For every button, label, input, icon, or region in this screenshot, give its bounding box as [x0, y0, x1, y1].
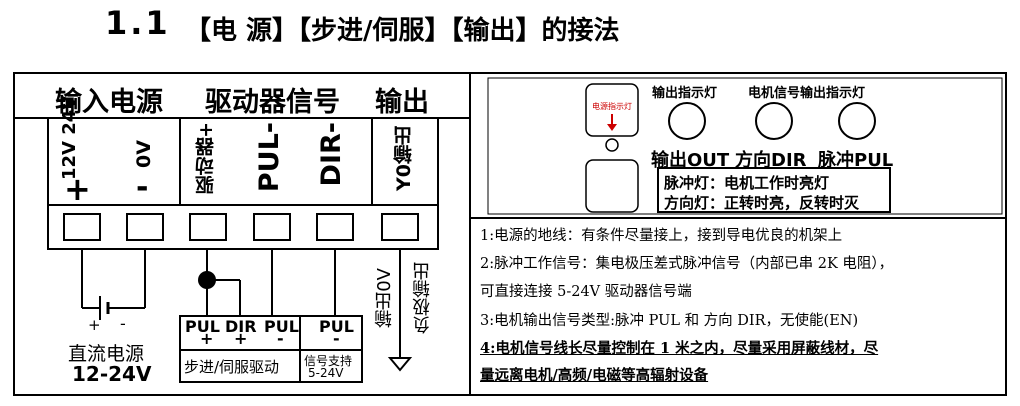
psu-plus: + — [88, 316, 101, 334]
driver-dir-plus-label: DIR — [225, 317, 257, 336]
output-led-label: 输出指示灯 — [652, 86, 718, 101]
dir-label: 方向DIR — [735, 150, 807, 171]
power-led-label: 电源指示灯 — [592, 102, 632, 111]
signal-support-label: 信号支持 — [304, 354, 353, 368]
psu-minus: - — [120, 314, 126, 333]
note-direction-led: 方向灯：正转时亮，反转时灭 — [664, 194, 860, 212]
label-y0-output: Y0输出 — [393, 126, 415, 191]
pul-label: 脉冲PUL — [818, 150, 894, 171]
label-dir-minus: DIR- — [316, 122, 347, 187]
negative-output-label: 负极输出 — [412, 262, 433, 334]
out-label: 输出OUT — [651, 150, 730, 171]
terminal-y0 — [381, 213, 419, 241]
page-title: 【电 源】【步进/伺服】【输出】的接法 — [185, 16, 620, 46]
stepper-driver-label: 步进/伺服驱动 — [184, 358, 280, 376]
driver-pul-minus-sign: - — [277, 329, 284, 348]
psu-label: 直流电源 — [68, 343, 145, 365]
signal-support-voltage: 5-24V — [308, 366, 344, 380]
label-0v: 0V — [133, 140, 155, 168]
instruction-line-3: 可直接连接 5-24V 驱动器信号端 — [480, 284, 692, 300]
label-pul-minus: PUL- — [254, 122, 285, 193]
out-led — [668, 102, 706, 140]
driver-pul-plus-sign: + — [200, 329, 214, 348]
driver-pul2-label: PUL — [319, 317, 354, 336]
header-power-input: 输入电源 — [55, 87, 163, 118]
note-pulse-led: 脉冲灯：电机工作时亮灯 — [664, 174, 830, 192]
label-minus-sign: - — [136, 170, 149, 205]
driver-pul-plus-label: PUL — [185, 317, 220, 336]
terminal-pul — [253, 213, 291, 241]
instruction-line-6: 量远离电机/高频/电磁等高辐射设备 — [480, 367, 709, 384]
terminal-12v — [63, 213, 101, 241]
instruction-line-5: 4:电机信号线长尽量控制在 1 米之内，尽量采用屏蔽线材，尽 — [480, 340, 879, 357]
header-output: 输出 — [375, 87, 429, 118]
motor-led-label: 电机信号输出指示灯 — [748, 86, 866, 101]
instruction-line-2: 2:脉冲工作信号：集电极压差式脉冲信号（内部已串 2K 电阻）， — [480, 256, 894, 272]
driver-pul2-sign: - — [333, 329, 340, 348]
header-driver-signal: 驱动器信号 — [205, 87, 340, 118]
driver-dir-plus-sign: + — [234, 329, 248, 348]
instruction-line-4: 3:电机输出信号类型:脉冲 PUL 和 方向 DIR，无使能(EN) — [480, 313, 859, 329]
psu-voltage: 12-24V — [72, 362, 152, 386]
output-0v-label: 输出0V — [374, 268, 395, 328]
section-number: 1.1 — [105, 4, 171, 42]
terminal-dir — [316, 213, 354, 241]
label-driver-plus: 驱动器+ — [195, 122, 217, 195]
instruction-line-1: 1:电源的地线：有条件尽量接上，接到导电优良的机架上 — [480, 228, 843, 244]
driver-pul-minus-label: PUL — [264, 317, 299, 336]
terminal-0v — [126, 213, 164, 241]
pul-led — [838, 102, 876, 140]
terminal-driver-plus — [189, 213, 227, 241]
label-plus-sign: + — [64, 170, 91, 208]
dir-led — [755, 102, 793, 140]
